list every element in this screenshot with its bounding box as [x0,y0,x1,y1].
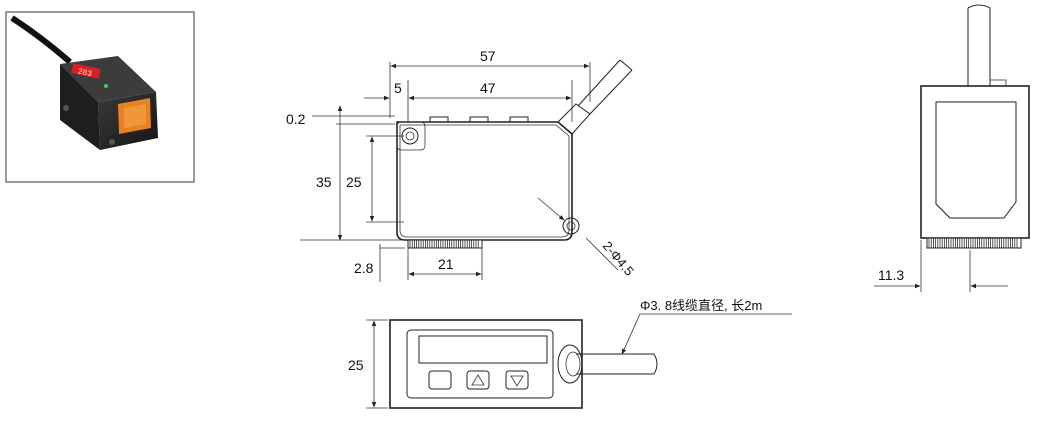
photo-display-digits: 283 [77,67,93,79]
up-button [466,370,490,390]
top-view: 25 Φ3. 8线缆直径, 长2m [348,298,792,409]
dim-connector-width: 21 [438,256,454,272]
dim-height-inner: 25 [346,174,362,190]
front-connector [407,239,483,249]
photo-left-face [60,64,100,150]
down-button [505,370,529,390]
cable-gland-top [557,344,583,384]
mount-hole-top-left [401,127,419,145]
control-panel [406,329,554,399]
dim-side-offset: 11.3 [878,267,904,283]
dim-base-offset: 2.8 [354,260,374,276]
front-body [396,121,573,241]
photo-cable [10,15,72,65]
triangle-up-icon [471,374,485,386]
top-button-3 [509,116,529,123]
top-button-1 [429,116,449,123]
dim-length-total: 57 [480,48,496,64]
side-cable-end [967,4,991,9]
mount-hole-bottom-right [562,217,580,235]
side-body [920,85,1030,239]
product-photo: 283 [5,11,195,183]
cable-gland [557,103,591,135]
dim-height-total: 35 [316,174,332,190]
front-cable-end [619,59,633,71]
dim-top-height: 25 [348,357,364,373]
triangle-down-icon [510,375,524,387]
mode-button [428,370,452,390]
top-cable-end [653,353,658,375]
dim-hole: 2-Φ4.5 [600,238,637,278]
side-view: 11.3 [874,4,1030,292]
front-view: 57 5 47 0.2 35 25 2.8 21 2-Φ4.5 [286,48,637,282]
photo-hole-icon [63,105,69,111]
cable-note: Φ3. 8线缆直径, 长2m [640,298,762,313]
top-button-2 [469,116,489,123]
display-window [418,335,548,364]
photo-led [104,84,108,88]
photo-red-display [71,63,101,79]
dim-offset-left: 5 [394,80,402,96]
side-window [935,101,1017,219]
side-connector [926,237,1022,249]
dim-gap-top: 0.2 [286,111,306,127]
dim-length-inner: 47 [480,80,496,96]
